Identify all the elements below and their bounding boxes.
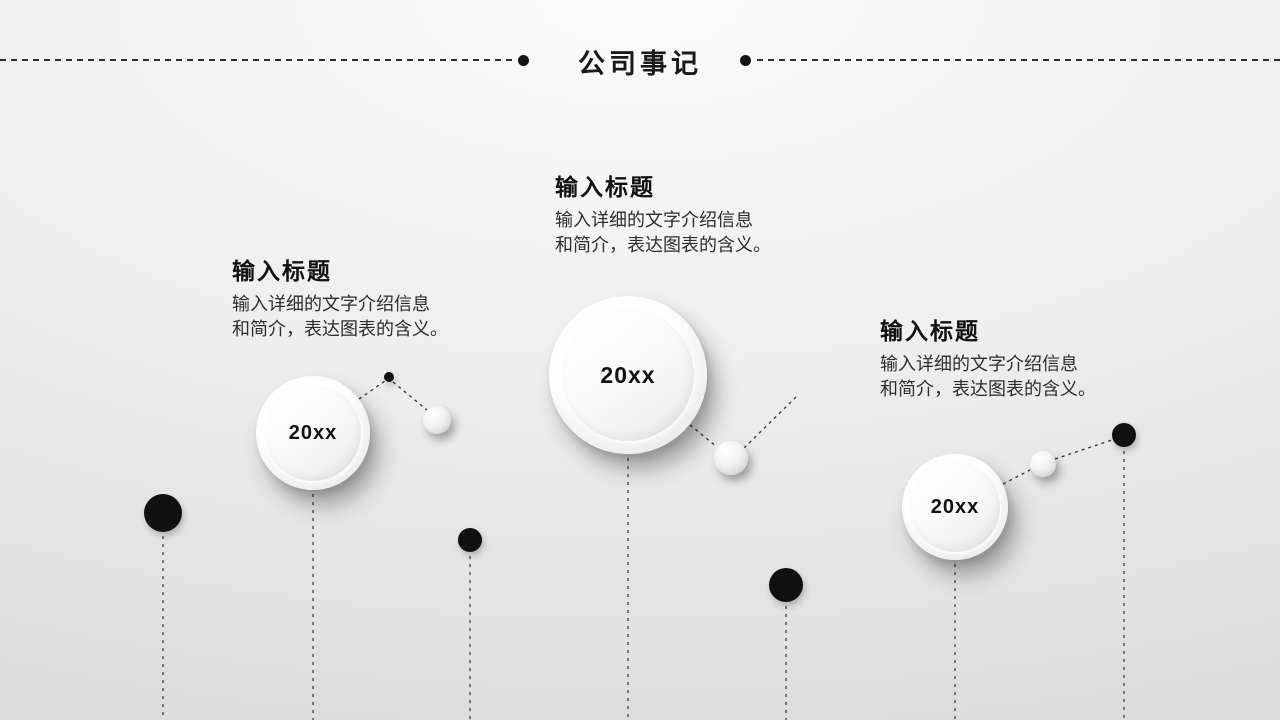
milestone-circle-right: 20xx: [902, 454, 1008, 560]
milestone-circle-left: 20xx: [256, 376, 370, 490]
sphere-left-icon: [423, 406, 451, 434]
title-left-dot-icon: [518, 55, 529, 66]
callout-left-heading: 输入标题: [232, 258, 332, 284]
milestone-right-year: 20xx: [930, 495, 980, 518]
connector-node-dot-icon: [384, 372, 394, 382]
timeline-vertical-lines: [162, 451, 1125, 720]
sphere-right-icon: [1030, 451, 1056, 477]
black-dot-mid-left: [458, 528, 482, 552]
callout-right-heading: 输入标题: [880, 318, 980, 344]
callout-right-body: 输入详细的文字介绍信息 和简介，表达图表的含义。: [880, 354, 1096, 399]
milestone-center-year: 20xx: [600, 361, 656, 388]
callout-center-heading: 输入标题: [555, 174, 655, 200]
slide-title: 公司事记: [578, 49, 702, 79]
black-dot-far-right: [1112, 423, 1136, 447]
title-right-dot-icon: [740, 55, 751, 66]
black-dot-far-left: [144, 494, 182, 532]
callout-left-body: 输入详细的文字介绍信息 和简介，表达图表的含义。: [232, 294, 448, 339]
callout-right: 输入标题 输入详细的文字介绍信息 和简介，表达图表的含义。: [880, 312, 1120, 402]
callout-left: 输入标题 输入详细的文字介绍信息 和简介，表达图表的含义。: [232, 252, 472, 342]
connector-diagonal-lines: [358, 380, 1113, 485]
callout-center-body: 输入详细的文字介绍信息 和简介，表达图表的含义。: [555, 210, 771, 255]
milestone-left-year: 20xx: [288, 421, 338, 444]
milestone-circle-center: 20xx: [549, 296, 707, 454]
sphere-center-icon: [714, 441, 748, 475]
black-dot-mid-right: [769, 568, 803, 602]
callout-center: 输入标题 输入详细的文字介绍信息 和简介，表达图表的含义。: [555, 168, 795, 258]
